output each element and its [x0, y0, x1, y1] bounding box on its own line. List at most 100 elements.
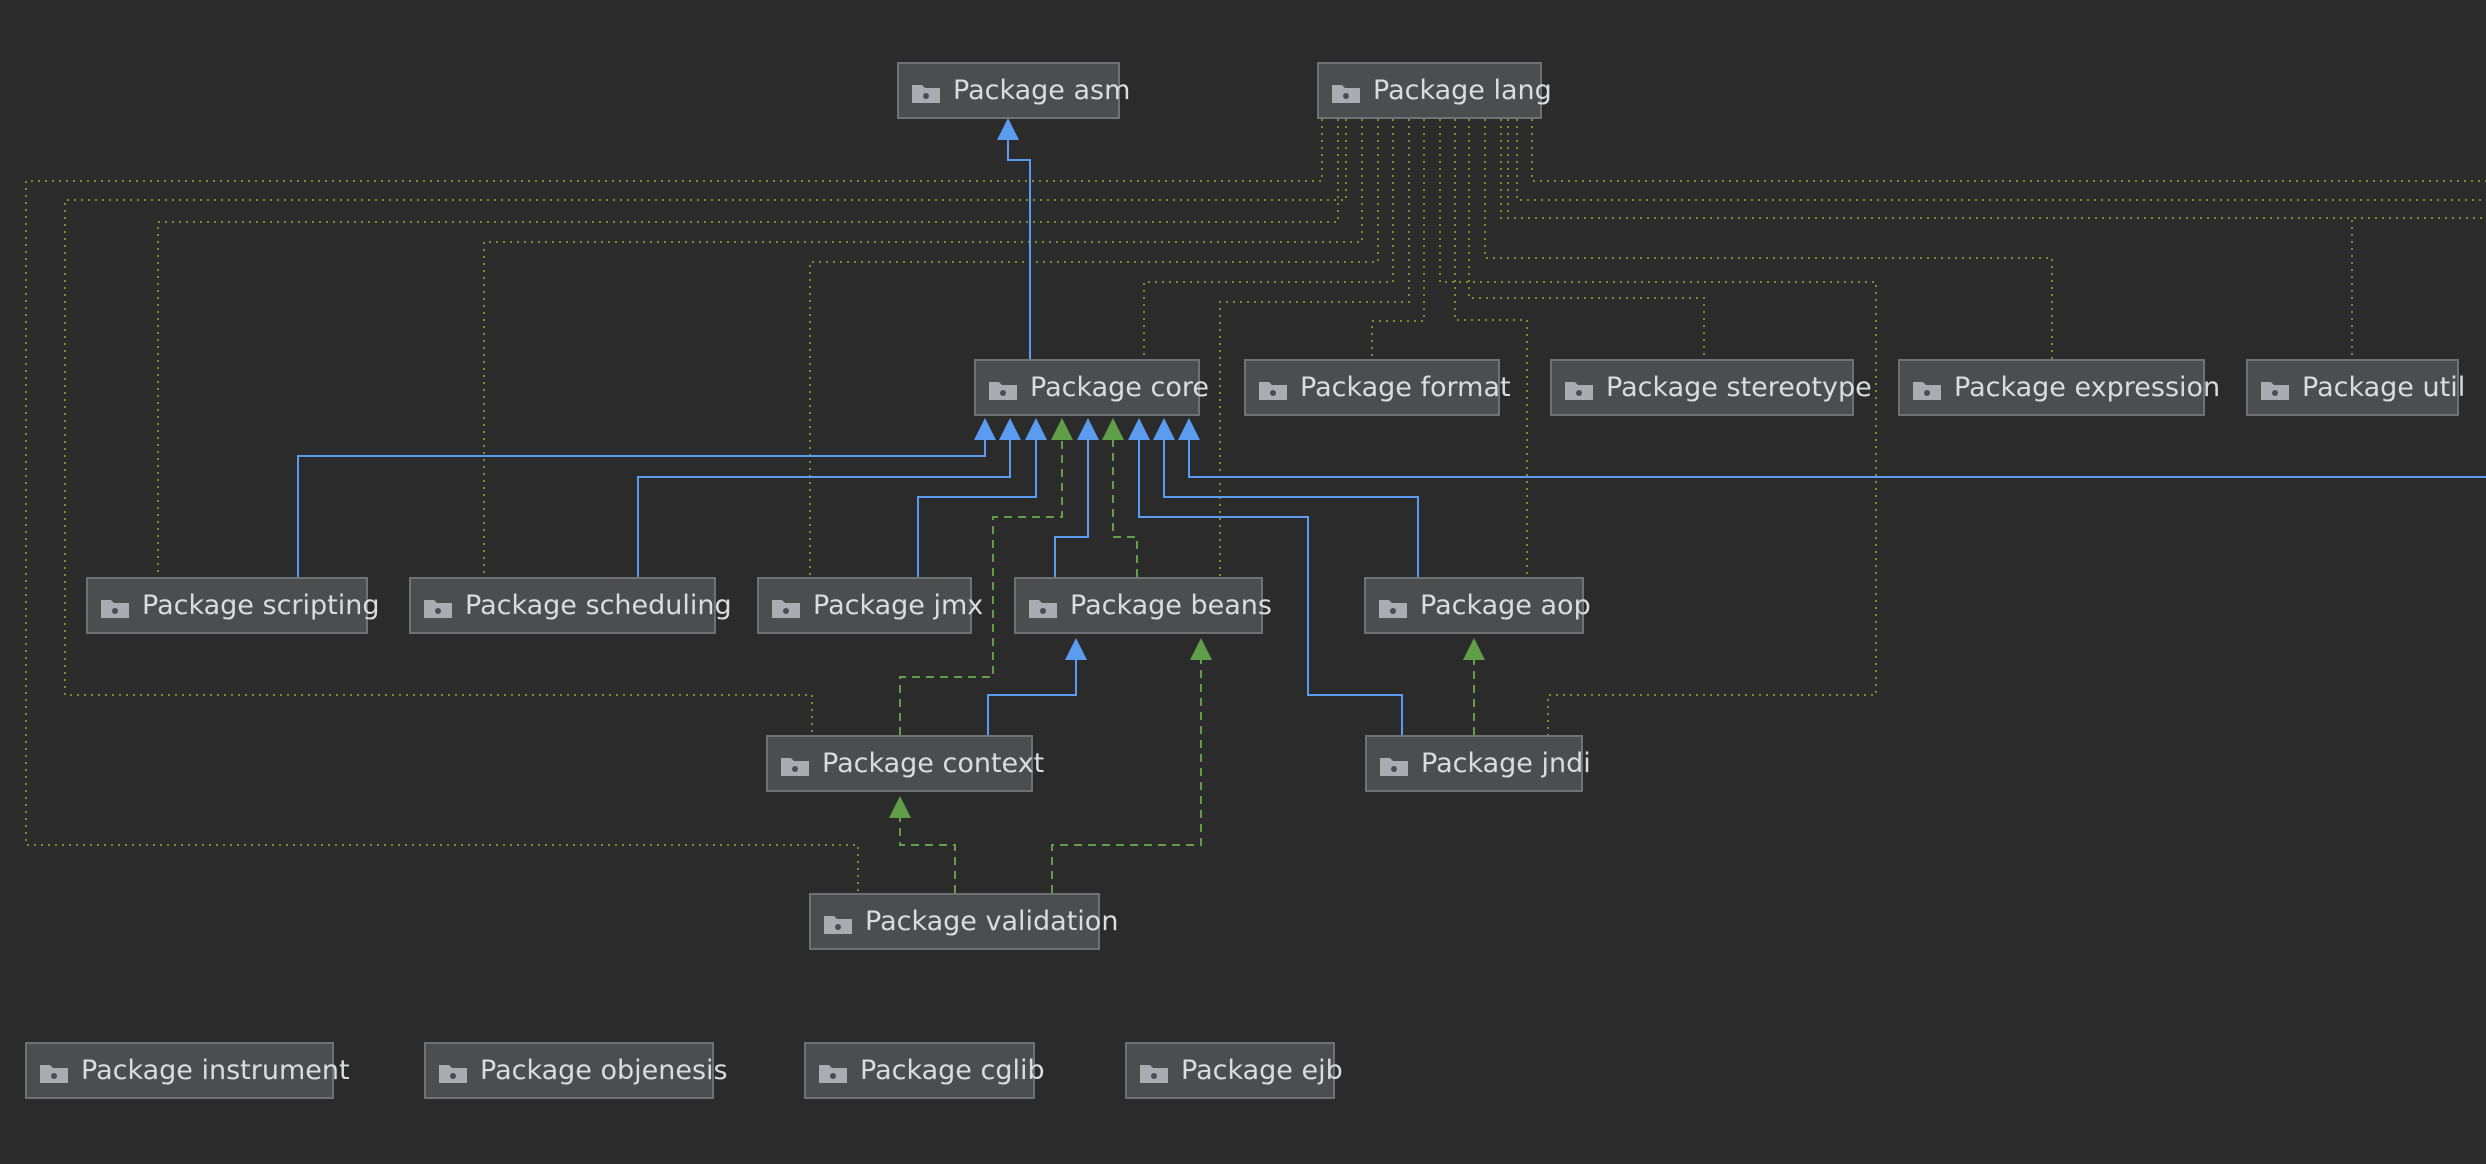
- edge-lang-to-validation-dependency-line: [25, 119, 1323, 893]
- folder-icon: [1912, 377, 1942, 400]
- edge-core-to-asm-arrowhead: [997, 118, 1019, 140]
- edge-context-to-core-arrowhead: [1051, 418, 1073, 440]
- package-format-node[interactable]: Package format: [1244, 359, 1511, 416]
- edge-extends-offscreen-line: [1188, 440, 2486, 478]
- folder-icon: [1564, 377, 1594, 400]
- edge-lang-to-scripting-dependency-line: [157, 119, 1339, 577]
- package-instrument-node[interactable]: Package instrument: [25, 1042, 350, 1099]
- package-ejb-label: Package ejb: [1181, 1055, 1343, 1086]
- edge-lang-to-core-dependency-line: [1143, 119, 1394, 359]
- edge-jmx-to-core-extends-line: [917, 440, 1037, 577]
- edge-validation-to-beans-arrowhead: [1190, 638, 1212, 660]
- folder-icon: [780, 753, 810, 776]
- package-lang-label: Package lang: [1373, 75, 1552, 106]
- package-jndi-label: Package jndi: [1421, 748, 1591, 779]
- edge-dependency-offscreen: [1516, 119, 2486, 201]
- edge-lang-to-jmx-dependency-line: [809, 119, 1379, 577]
- package-asm-node[interactable]: Package asm: [897, 62, 1130, 119]
- package-cglib-node[interactable]: Package cglib: [804, 1042, 1045, 1099]
- package-util-label: Package util: [2302, 372, 2466, 403]
- edge-lang-to-jndi-dependency-line: [1439, 119, 1877, 735]
- package-cglib-label: Package cglib: [860, 1055, 1045, 1086]
- package-stereotype-node[interactable]: Package stereotype: [1550, 359, 1872, 416]
- folder-icon: [823, 911, 853, 934]
- folder-icon: [100, 595, 130, 618]
- package-jmx-label: Package jmx: [813, 590, 984, 621]
- edge-jndi-to-core-extends-line: [1138, 440, 1403, 735]
- package-scripting-node[interactable]: Package scripting: [86, 577, 380, 634]
- edge-lang-to-format-dependency-line: [1371, 119, 1425, 359]
- folder-icon: [1379, 753, 1409, 776]
- folder-icon: [438, 1060, 468, 1083]
- folder-icon: [1028, 595, 1058, 618]
- folder-icon: [818, 1060, 848, 1083]
- package-validation-node[interactable]: Package validation: [809, 893, 1118, 950]
- edge-beans-to-core-implements-line: [1112, 440, 1138, 577]
- edge-validation-to-context-arrowhead: [889, 796, 911, 818]
- package-scripting-label: Package scripting: [142, 590, 380, 621]
- folder-icon: [1139, 1060, 1169, 1083]
- folder-icon: [39, 1060, 69, 1083]
- package-aop-label: Package aop: [1420, 590, 1591, 621]
- package-scheduling-label: Package scheduling: [465, 590, 732, 621]
- edge-lang-to-beans-dependency-line: [1219, 119, 1410, 577]
- edge-extends-offscreen-arrowhead: [1178, 418, 1200, 440]
- package-beans-node[interactable]: Package beans: [1014, 577, 1272, 634]
- folder-icon: [1258, 377, 1288, 400]
- package-validation-label: Package validation: [865, 906, 1119, 937]
- edge-scheduling-to-core-arrowhead: [999, 418, 1021, 440]
- folder-icon: [988, 377, 1018, 400]
- package-instrument-label: Package instrument: [81, 1055, 350, 1086]
- edge-scripting-to-core-arrowhead: [974, 418, 996, 440]
- package-stereotype-label: Package stereotype: [1606, 372, 1872, 403]
- package-jndi-node[interactable]: Package jndi: [1365, 735, 1591, 792]
- package-scheduling-node[interactable]: Package scheduling: [409, 577, 732, 634]
- edge-dependency-offscreen: [1507, 119, 2486, 219]
- folder-icon: [423, 595, 453, 618]
- package-lang-node[interactable]: Package lang: [1317, 62, 1552, 119]
- edge-jmx-to-core-arrowhead: [1025, 418, 1047, 440]
- package-context-label: Package context: [822, 748, 1045, 779]
- edge-lang-to-stereotype-dependency-line: [1468, 119, 1705, 359]
- folder-icon: [1331, 80, 1361, 103]
- edge-aop-to-core-arrowhead: [1153, 418, 1175, 440]
- package-context-node[interactable]: Package context: [766, 735, 1044, 792]
- edge-context-to-core-implements-line: [899, 440, 1063, 735]
- package-beans-label: Package beans: [1070, 590, 1272, 621]
- edge-lang-to-util-dependency-line: [1500, 119, 2353, 359]
- edge-scheduling-to-core-extends-line: [637, 440, 1011, 577]
- package-format-label: Package format: [1300, 372, 1511, 403]
- edge-dependency-offscreen: [1531, 119, 2486, 182]
- package-core-node[interactable]: Package core: [974, 359, 1209, 416]
- edge-beans-to-core-arrowhead: [1077, 418, 1099, 440]
- package-core-label: Package core: [1030, 372, 1209, 403]
- edge-jndi-to-core-arrowhead: [1128, 418, 1150, 440]
- edge-aop-to-core-extends-line: [1163, 440, 1419, 577]
- package-objenesis-label: Package objenesis: [480, 1055, 728, 1086]
- package-ejb-node[interactable]: Package ejb: [1125, 1042, 1343, 1099]
- edge-lang-to-aop-dependency-line: [1454, 119, 1528, 577]
- package-asm-label: Package asm: [953, 75, 1131, 106]
- edge-beans-to-core-extends-line: [1054, 440, 1089, 577]
- package-expression-node[interactable]: Package expression: [1898, 359, 2220, 416]
- edge-lang-to-expression-dependency-line: [1484, 119, 2053, 359]
- edge-jndi-to-aop-arrowhead: [1463, 638, 1485, 660]
- package-jmx-node[interactable]: Package jmx: [757, 577, 983, 634]
- edge-context-to-beans-arrowhead: [1065, 638, 1087, 660]
- edge-beans-to-core-arrowhead: [1102, 418, 1124, 440]
- package-aop-node[interactable]: Package aop: [1364, 577, 1591, 634]
- edge-validation-to-context-implements-line: [899, 818, 956, 893]
- edge-lang-to-scheduling-dependency-line: [483, 119, 1363, 577]
- edge-scripting-to-core-extends-line: [297, 440, 986, 577]
- folder-icon: [2260, 377, 2290, 400]
- edge-core-to-asm-extends-line: [1007, 140, 1031, 359]
- edge-lang-to-context-dependency-line: [64, 119, 1347, 735]
- package-util-node[interactable]: Package util: [2246, 359, 2465, 416]
- folder-icon: [771, 595, 801, 618]
- folder-icon: [911, 80, 941, 103]
- edge-context-to-beans-extends-line: [987, 660, 1077, 735]
- package-objenesis-node[interactable]: Package objenesis: [424, 1042, 728, 1099]
- folder-icon: [1378, 595, 1408, 618]
- package-expression-label: Package expression: [1954, 372, 2221, 403]
